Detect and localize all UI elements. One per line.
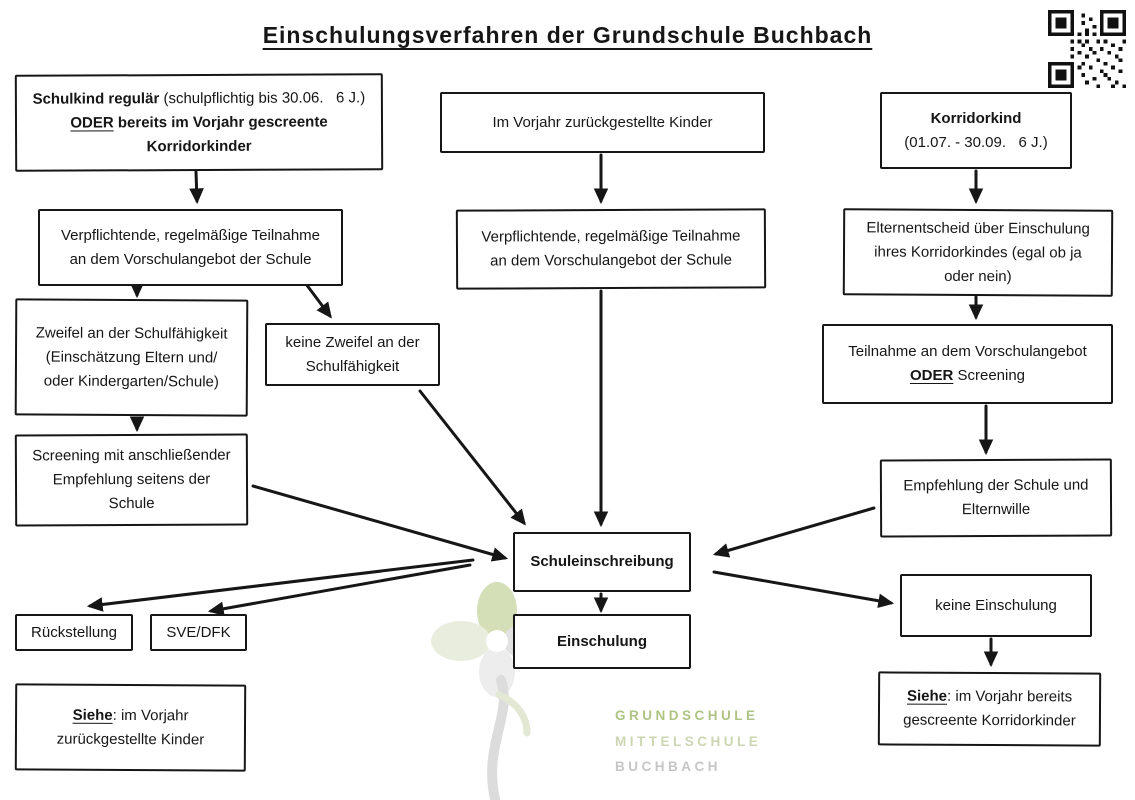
text-line: Schulfähigkeit	[305, 357, 400, 375]
text-line: Schulkind regulär (schulpflichtig bis 30…	[32, 88, 366, 108]
node-empfehlung-elternwille: Empfehlung der Schule und Elternwille	[879, 458, 1113, 538]
node-siehe-gescreente-korridorkinder: Siehe: im Vorjahr bereits gescreente Kor…	[877, 671, 1102, 747]
text-line: Elternwille	[961, 500, 1031, 519]
text-line: Zweifel an der Schulfähigkeit	[35, 323, 228, 343]
text-line: Empfehlung seitens der	[52, 470, 211, 489]
logo-text: GRUNDSCHULE MITTELSCHULE BUCHBACH	[615, 703, 761, 780]
text-line: Verpflichtende, regelmäßige Teilnahme	[481, 227, 741, 246]
text-line: zurückgestellte Kinder	[56, 730, 205, 748]
node-verpflichtende-teilnahme-mitte: Verpflichtende, regelmäßige Teilnahme an…	[455, 208, 767, 290]
text-line: Teilnahme an dem Vorschulangebot	[848, 343, 1087, 360]
node-siehe-vorjahr-zurueckgestellte: Siehe: im Vorjahr zurückgestellte Kinder	[14, 683, 247, 772]
text-line: ODER Screening	[909, 367, 1026, 384]
node-verpflichtende-teilnahme-links: Verpflichtende, regelmäßige Teilnahme an…	[38, 209, 343, 286]
text-line: (01.07. - 30.09. 6 J.)	[904, 133, 1048, 151]
page-title: Einschulungsverfahren der Grundschule Bu…	[0, 22, 1135, 49]
text-line: Korridorkinder	[146, 137, 252, 155]
text-line: keine Zweifel an der	[285, 333, 420, 351]
text-line: (Einschätzung Eltern und/	[45, 348, 218, 366]
text-line: Schule	[108, 494, 155, 513]
text-line: ihres Korridorkindes (egal ob ja	[874, 242, 1082, 262]
text-line: Siehe: im Vorjahr	[72, 706, 189, 724]
school-logo-watermark: GRUNDSCHULE MITTELSCHULE BUCHBACH	[415, 575, 780, 800]
node-teilnahme-oder-screening: Teilnahme an dem Vorschulangebot ODER Sc…	[822, 324, 1113, 404]
node-keine-zweifel: keine Zweifel an der Schulfähigkeit	[265, 323, 440, 386]
text-line: ODER bereits im Vorjahr gescreente	[70, 112, 328, 132]
text-line: gescreente Korridorkinder	[903, 711, 1076, 730]
text-line: an dem Vorschulangebot der Schule	[69, 250, 312, 268]
node-korridorkind: Korridorkind (01.07. - 30.09. 6 J.)	[880, 92, 1072, 169]
qr-code-image	[1048, 10, 1126, 88]
node-rueckstellung: Rückstellung	[15, 614, 133, 651]
text-line: Elternentscheid über Einschulung	[866, 218, 1090, 238]
text-line: keine Einschulung	[935, 596, 1057, 614]
logo-text-line: GRUNDSCHULE	[615, 708, 759, 723]
node-sve-dfk: SVE/DFK	[150, 614, 247, 651]
node-elternentscheid: Elternentscheid über Einschulung ihres K…	[842, 208, 1114, 297]
text-line: SVE/DFK	[166, 623, 231, 641]
node-einschulung: Einschulung	[513, 614, 691, 669]
node-zweifel-schulfaehigkeit: Zweifel an der Schulfähigkeit (Einschätz…	[14, 298, 249, 417]
text-line: Verpflichtende, regelmäßige Teilnahme	[60, 226, 321, 244]
node-schulkind-regulaer: Schulkind regulär (schulpflichtig bis 30…	[14, 73, 384, 172]
node-screening: Screening mit anschließender Empfehlung …	[14, 433, 249, 527]
text-line: Einschulung	[557, 632, 647, 650]
text-line: Schuleinschreibung	[530, 553, 674, 570]
logo-text-line: MITTELSCHULE	[615, 733, 762, 749]
qr-code	[1048, 10, 1126, 88]
node-keine-einschulung: keine Einschulung	[900, 574, 1092, 637]
text-line: Screening mit anschließender	[32, 446, 231, 465]
text-line: Im Vorjahr zurückgestellte Kinder	[492, 113, 713, 131]
node-im-vorjahr-zurueckgestellte: Im Vorjahr zurückgestellte Kinder	[440, 92, 765, 153]
text-line: Rückstellung	[31, 623, 117, 641]
text-line: Korridorkind	[930, 109, 1022, 127]
text-line: Empfehlung der Schule und	[903, 476, 1089, 495]
text-line: oder nein)	[944, 267, 1012, 285]
text-line: an dem Vorschulangebot der Schule	[490, 251, 733, 270]
text-line: Siehe: im Vorjahr bereits	[906, 687, 1073, 706]
text-line: oder Kindergarten/Schule)	[43, 372, 219, 390]
page-title-text: Einschulungsverfahren der Grundschule Bu…	[262, 22, 873, 48]
logo-text-line: BUCHBACH	[615, 759, 721, 775]
node-schuleinschreibung: Schuleinschreibung	[513, 532, 691, 592]
